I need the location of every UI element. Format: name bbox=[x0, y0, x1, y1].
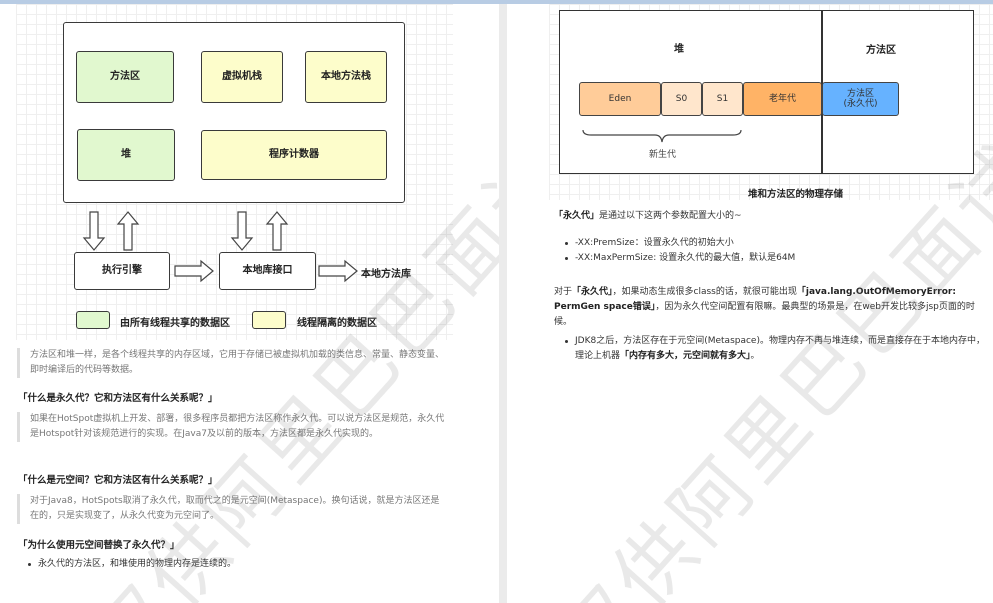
oom-para: 对于「永久代」，如果动态生成很多class的话，就很可能出现「java.lang… bbox=[554, 287, 975, 327]
program-counter-box: 程序计数器 bbox=[201, 130, 387, 180]
vm-stack-box: 虚拟机栈 bbox=[201, 51, 283, 103]
left-page[interactable]: 方法区 虚拟机栈 本地方法栈 堆 程序计数器 执行引擎 本地库接口 本地方法库 … bbox=[0, 4, 499, 603]
method-area-quote: 方法区和堆一样，是各个线程共享的内存区域，它用于存储已被虚拟机加载的类信息、常量… bbox=[17, 348, 447, 378]
native-method-stack-box: 本地方法栈 bbox=[305, 51, 387, 103]
legend-isolated-label: 线程隔离的数据区 bbox=[297, 318, 377, 329]
jdk8-list: JDK8之后，方法区存在于元空间(Metaspace)。物理内存不再与堆连续，而… bbox=[562, 334, 990, 364]
young-gen-brace-icon bbox=[582, 129, 742, 143]
method-area-title: 方法区 bbox=[866, 45, 896, 56]
s0-segment: S0 bbox=[661, 82, 702, 116]
right-arrow-icon bbox=[318, 259, 358, 283]
diagram-caption: 堆和方法区的物理存储 bbox=[748, 189, 844, 200]
right-arrow-icon bbox=[174, 259, 214, 283]
right-page[interactable]: 堆 方法区 Eden S0 S1 老年代 方法区 (永久代) 新生代 堆和方法区… bbox=[507, 4, 993, 603]
heap-title: 堆 bbox=[674, 44, 684, 55]
execution-engine-box: 执行引擎 bbox=[74, 252, 170, 290]
top-bar bbox=[0, 0, 993, 4]
heap-box: 堆 bbox=[77, 129, 175, 181]
list-item: -XX:PremSize：设置永久代的初始大小 bbox=[562, 236, 982, 251]
legend-isolated-swatch bbox=[252, 311, 286, 329]
native-interface-box: 本地库接口 bbox=[219, 252, 316, 290]
heading-why-metaspace: 「为什么使用元空间替换了永久代？」 bbox=[18, 540, 180, 551]
permgen-segment: 方法区 (永久代) bbox=[822, 82, 899, 116]
method-area-box: 方法区 bbox=[76, 51, 174, 103]
list-item: JDK8之后，方法区存在于元空间(Metaspace)。物理内存不再与堆连续，而… bbox=[562, 334, 990, 364]
up-arrow-icon bbox=[116, 211, 140, 251]
why-bullets: 永久代的方法区，和堆使用的物理内存是连续的。 bbox=[25, 557, 445, 572]
permgen-quote: 如果在HotSpot虚拟机上开发、部署，很多程序员都把方法区称作永久代。可以说方… bbox=[17, 412, 447, 442]
down-arrow-icon bbox=[82, 211, 106, 251]
list-item: 永久代的方法区，和堆使用的物理内存是连续的。 bbox=[25, 557, 445, 572]
young-gen-label: 新生代 bbox=[649, 150, 677, 160]
old-gen-segment: 老年代 bbox=[743, 82, 822, 116]
list-item: -XX:MaxPermSize: 设置永久代的最大值，默认是64M bbox=[562, 251, 982, 266]
legend-shared-swatch bbox=[76, 311, 110, 329]
native-library-label: 本地方法库 bbox=[361, 269, 411, 280]
param-list: -XX:PremSize：设置永久代的初始大小 -XX:MaxPermSize:… bbox=[562, 236, 982, 266]
up-arrow-icon bbox=[265, 211, 289, 251]
down-arrow-icon bbox=[230, 211, 254, 251]
eden-segment: Eden bbox=[579, 82, 661, 116]
heap-diagram: 堆 方法区 Eden S0 S1 老年代 方法区 (永久代) 新生代 堆和方法区… bbox=[549, 4, 993, 200]
permgen-config-para: 「永久代」是通过以下这两个参数配置大小的~ bbox=[554, 211, 742, 221]
heading-metaspace: 「什么是元空间？它和方法区有什么关系呢？」 bbox=[18, 475, 218, 486]
heading-permgen: 「什么是永久代？它和方法区有什么关系呢？」 bbox=[18, 393, 218, 404]
metaspace-quote: 对于Java8，HotSpots取消了永久代，取而代之的是元空间(Metaspa… bbox=[17, 494, 447, 524]
jvm-diagram: 方法区 虚拟机栈 本地方法栈 堆 程序计数器 执行引擎 本地库接口 本地方法库 … bbox=[16, 4, 453, 340]
s1-segment: S1 bbox=[702, 82, 743, 116]
legend-shared-label: 由所有线程共享的数据区 bbox=[120, 318, 230, 329]
